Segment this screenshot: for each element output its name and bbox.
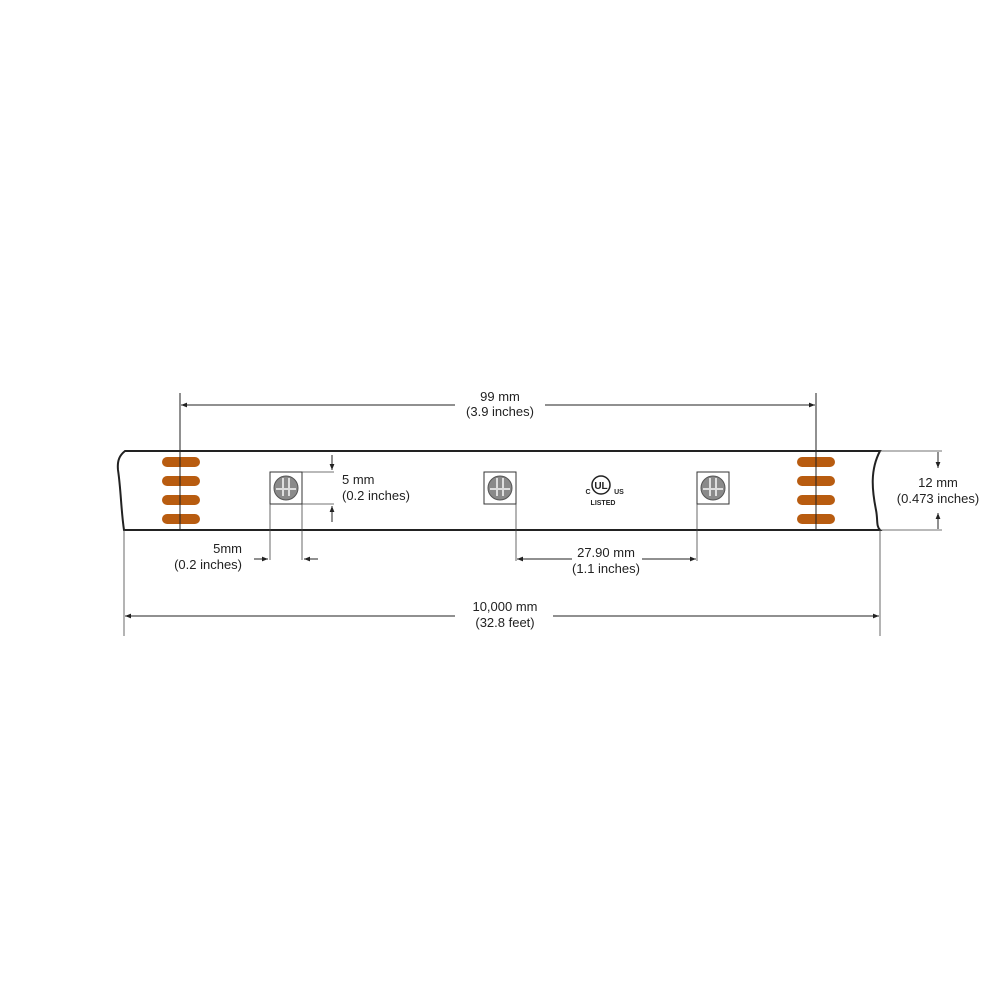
svg-text:5 mm: 5 mm [342, 472, 375, 487]
dimension-led-height: 5 mm (0.2 inches) [302, 455, 410, 522]
ul-listed-logo: C UL US LISTED [585, 475, 624, 507]
led-chip-2 [483, 471, 517, 505]
dimension-total-length: 10,000 mm (32.8 feet) [123, 530, 881, 636]
svg-text:(0.2 inches): (0.2 inches) [342, 488, 410, 503]
solder-pads-left [162, 393, 200, 530]
svg-text:(1.1 inches): (1.1 inches) [572, 561, 640, 576]
dimension-led-pitch: 27.90 mm (1.1 inches) [515, 504, 698, 576]
svg-text:UL: UL [594, 481, 607, 492]
svg-text:10,000 mm: 10,000 mm [472, 599, 537, 614]
led-chip-1 [269, 471, 303, 505]
svg-text:(32.8 feet): (32.8 feet) [475, 615, 534, 630]
svg-text:(3.9 inches): (3.9 inches) [466, 404, 534, 419]
svg-text:US: US [614, 489, 624, 496]
svg-text:5mm: 5mm [213, 541, 242, 556]
svg-text:(0.2 inches): (0.2 inches) [174, 557, 242, 572]
svg-text:99 mm: 99 mm [480, 389, 520, 404]
svg-text:27.90 mm: 27.90 mm [577, 545, 635, 560]
dimension-cut-length: 99 mm (3.9 inches) [181, 389, 815, 419]
svg-text:(0.473 inches): (0.473 inches) [897, 491, 979, 506]
dimension-width: 12 mm (0.473 inches) [880, 450, 979, 531]
svg-text:C: C [585, 489, 590, 496]
svg-text:12 mm: 12 mm [918, 475, 958, 490]
solder-pads-right [797, 393, 835, 530]
svg-text:LISTED: LISTED [591, 500, 616, 507]
led-chip-3 [696, 471, 730, 505]
dimension-led-width: 5mm (0.2 inches) [174, 504, 318, 572]
